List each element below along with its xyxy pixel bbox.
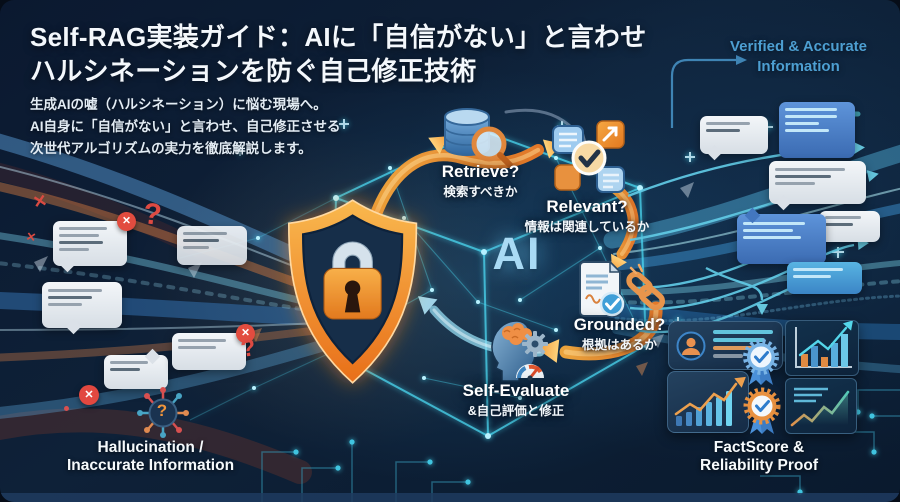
step-grounded-label: Grounded? — [573, 315, 666, 334]
database-search-icon — [444, 108, 513, 168]
gear-icon — [522, 331, 548, 357]
chat-bubble — [177, 226, 247, 265]
documents-check-icon — [552, 120, 625, 193]
gauge-icon — [516, 364, 544, 381]
ai-cube-label: AI — [492, 228, 542, 279]
bottom-edge-strip — [0, 493, 900, 502]
verified-callout-line2: Information — [757, 58, 840, 75]
subtitle-line3: 次世代アルゴリズムの実力を徹底解説します。 — [30, 141, 312, 156]
error-x-icon: ✕ — [236, 324, 255, 343]
lock-shackle — [332, 241, 373, 269]
chain-link-icon — [626, 271, 666, 311]
step-relevant-sublabel: 情報は関連しているか — [524, 220, 650, 234]
chat-bubble: ✕ — [172, 324, 255, 370]
document-link-icon — [579, 260, 666, 317]
head-gear-gauge-icon — [491, 320, 548, 382]
chat-bubble — [819, 211, 880, 242]
subtitle-line2: AI自身に「自信がない」と言わせ、自己修正させる — [30, 119, 341, 134]
chat-bubble — [779, 102, 855, 158]
avatar — [676, 331, 706, 361]
verified-ribbon-badge-icon — [743, 339, 779, 385]
page-title-line2: ハルシネーションを防ぐ自己修正技術 — [30, 56, 477, 86]
step-retrieve-sublabel: 検索すべきか — [443, 185, 518, 199]
error-x-icon: ✕ — [117, 212, 136, 231]
shield-lock-icon — [287, 199, 418, 384]
step-retrieve-label: Retrieve? — [441, 162, 520, 181]
virus-question-mark: ? — [156, 401, 168, 420]
chat-bubble — [769, 161, 866, 204]
factscore-callout-line1: FactScore & — [713, 439, 805, 456]
chat-bubble — [104, 355, 168, 389]
bar-line-chart — [674, 376, 746, 426]
verified-pointer-arrow — [670, 55, 747, 128]
verified-callout-line1: Verified & Accurate — [730, 38, 867, 55]
subtitle-line1: 生成AIの嘘（ハルシネーション）に悩む現場へ。 — [30, 97, 327, 112]
trend-line-chart-card — [785, 378, 857, 434]
bar-chart — [795, 321, 854, 368]
chat-bubble — [787, 262, 862, 294]
brain-icon — [502, 323, 532, 345]
chat-bubble: ✕ — [53, 212, 136, 266]
step-self-evaluate-label: Self-Evaluate — [462, 381, 570, 400]
circuit-traces — [261, 389, 900, 502]
step-relevant-label: Relevant? — [546, 197, 628, 216]
page-title-line1: Self-RAG実装ガイド：AIに「自信がない」と言わせ — [30, 22, 647, 52]
error-x-circle-icon: ✕ — [79, 385, 99, 405]
factscore-callout-line2: Reliability Proof — [700, 457, 818, 474]
step-grounded-sublabel: 根拠はあるか — [581, 338, 657, 352]
certified-ribbon-badge-icon — [743, 387, 781, 434]
growth-chart-card — [667, 371, 749, 433]
chat-bubble — [737, 214, 826, 264]
line-chart — [790, 387, 850, 427]
red-dot — [64, 406, 69, 411]
hallucination-callout-line1: Hallucination / — [97, 439, 204, 456]
chat-bubble — [42, 282, 122, 328]
hallucination-callout-line2: Inaccurate Information — [66, 457, 235, 474]
factscore-bar-chart-card — [785, 320, 859, 376]
step-self-evaluate-sublabel: &自己評価と修正 — [467, 404, 565, 418]
chat-bubble — [700, 116, 768, 154]
hallucination-virus-icon — [137, 387, 189, 438]
